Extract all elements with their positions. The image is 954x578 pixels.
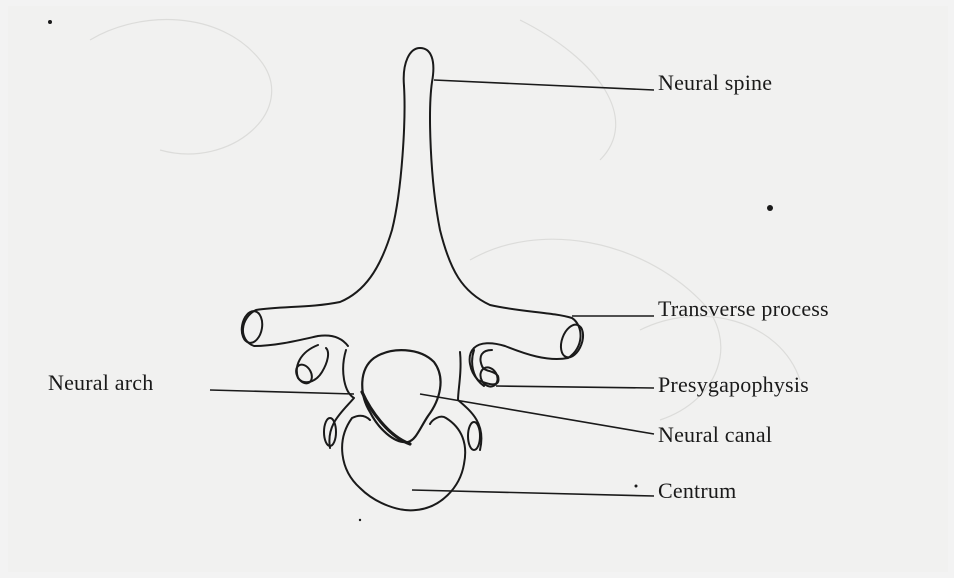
label-presygapophysis: Presygapophysis: [658, 372, 809, 398]
leader-neural-spine: [434, 80, 654, 90]
leader-lines: [210, 80, 654, 496]
label-centrum: Centrum: [658, 478, 736, 504]
label-neural-arch: Neural arch: [48, 370, 153, 396]
label-neural-spine: Neural spine: [658, 70, 772, 96]
leader-neural-canal: [420, 394, 654, 434]
vertebra-outline: [239, 48, 587, 510]
label-transverse-process: Transverse process: [658, 296, 829, 322]
leader-presygapophysis: [496, 386, 654, 388]
spine-and-process-outline: [404, 48, 581, 384]
label-neural-canal: Neural canal: [658, 422, 772, 448]
leader-neural-arch: [210, 390, 354, 394]
centrum-outline: [342, 416, 465, 510]
